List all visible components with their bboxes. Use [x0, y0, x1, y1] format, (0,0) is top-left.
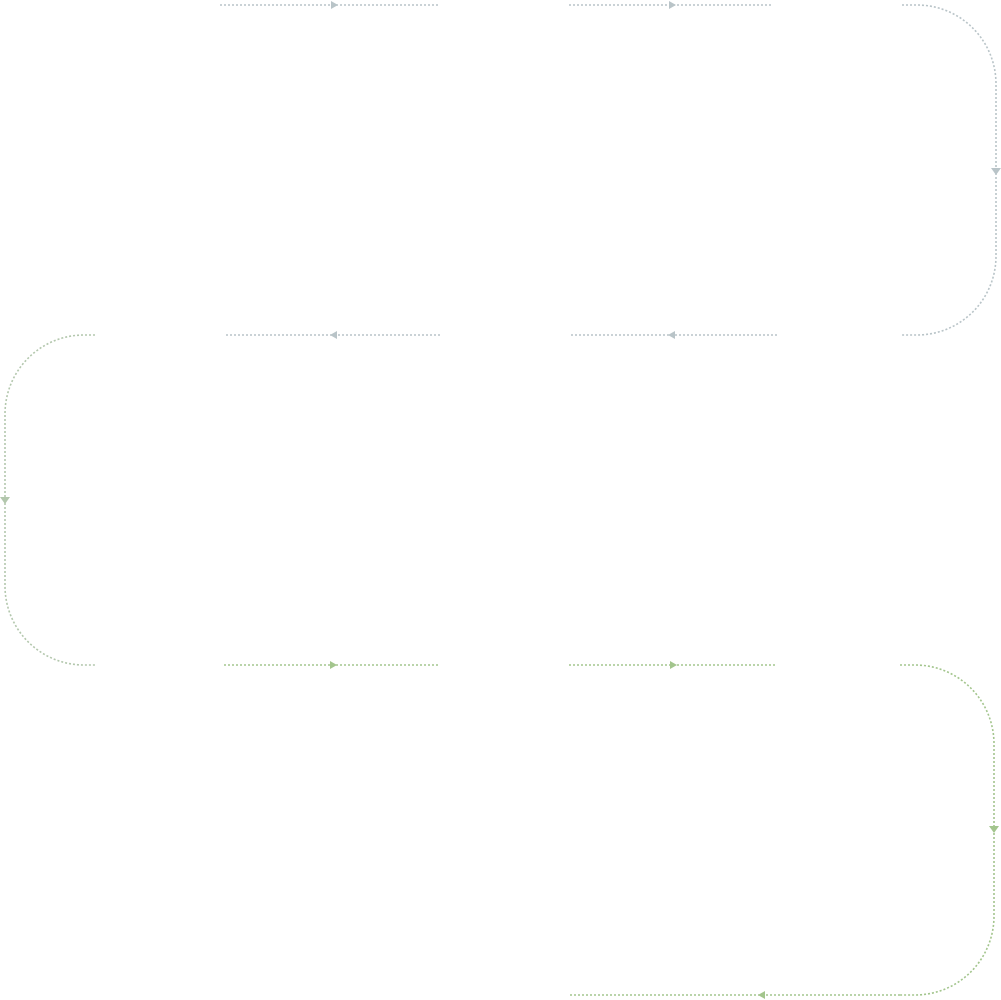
- row-3-connectors: [224, 661, 777, 669]
- triangle-arrow-icon: [669, 1, 676, 9]
- right-turn-1: [902, 4, 1001, 336]
- triangle-arrow-icon: [668, 331, 675, 339]
- triangle-arrow-icon: [330, 661, 337, 669]
- triangle-arrow-icon: [0, 497, 10, 504]
- connector-turn-left: [4, 334, 95, 666]
- connector-turn-right-1: [902, 4, 997, 336]
- row-4-connectors: [569, 991, 900, 999]
- left-turn: [0, 334, 95, 666]
- triangle-arrow-icon: [991, 168, 1001, 175]
- right-turn-2: [900, 664, 999, 996]
- connector-turn-right-2: [900, 664, 995, 996]
- triangle-arrow-icon: [331, 1, 338, 9]
- row-1-connectors: [220, 1, 773, 9]
- triangle-arrow-icon: [670, 661, 677, 669]
- triangle-arrow-icon: [758, 991, 765, 999]
- triangle-arrow-icon: [330, 331, 337, 339]
- triangle-arrow-icon: [989, 826, 999, 833]
- row-2-connectors: [224, 331, 777, 339]
